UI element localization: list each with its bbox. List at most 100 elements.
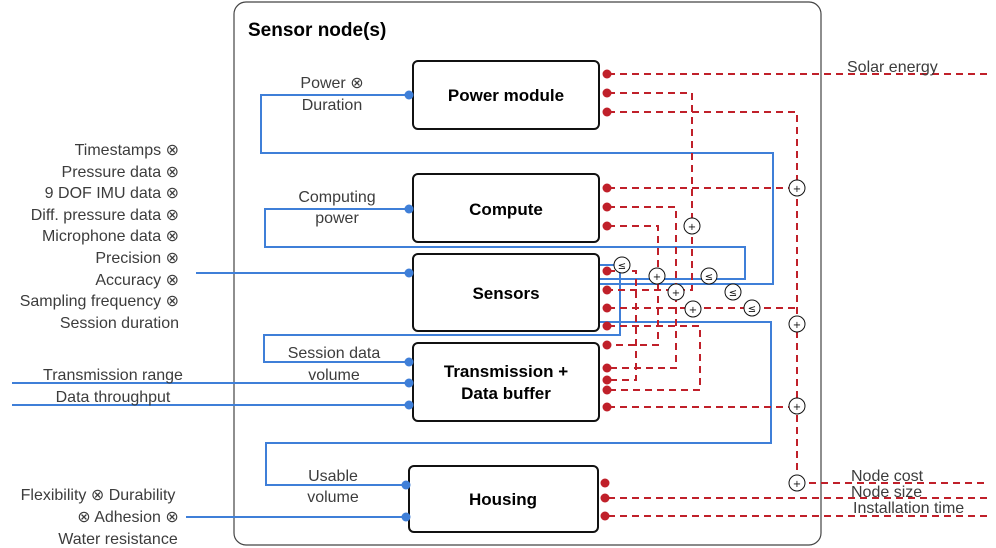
svg-text:≤: ≤	[705, 272, 713, 283]
housing-out-port-3	[600, 511, 610, 521]
power-requirement-line	[260, 94, 774, 285]
sensor-out-port-4	[602, 321, 612, 331]
svg-text:+: +	[688, 222, 696, 233]
compute-requirement-line	[264, 208, 746, 280]
sensor-input-sampling: Sampling frequency ⊗	[20, 293, 179, 310]
leq-node-compute: ≤	[700, 267, 718, 285]
compute-module: Compute	[412, 173, 600, 243]
housing-out-port-1	[600, 478, 610, 488]
input-labels: Power ⊗ Duration Computing power Timesta…	[20, 75, 381, 548]
power-out-port-2	[602, 88, 612, 98]
housing-in-port-1	[401, 480, 411, 490]
power-module-label: Power module	[448, 86, 564, 105]
power-module: Power module	[412, 60, 600, 130]
sensor-out-port-3	[602, 303, 612, 313]
sum-node-compute-power: +	[683, 217, 701, 235]
transmission-module-label-2: Data buffer	[461, 384, 551, 403]
power-out-line-2	[608, 111, 798, 485]
sensor-input-microphone: Microphone data ⊗	[42, 228, 179, 245]
housing-in-port-2	[401, 512, 411, 522]
compute-input-label-2: power	[315, 210, 359, 227]
svg-text:≤: ≤	[748, 304, 756, 315]
sensor-input-session-duration: Session duration	[60, 315, 179, 332]
svg-text:+: +	[793, 320, 801, 331]
transmission-module-label-1: Transmission +	[444, 362, 568, 381]
sum-node-compute-cost: +	[788, 179, 806, 197]
sum-node-sensor-1: +	[648, 267, 666, 285]
transmission-out-port-1	[602, 340, 612, 350]
sensor-in-port	[404, 268, 414, 278]
sensors-module-label: Sensors	[472, 284, 539, 303]
transmission-out-port-4	[602, 385, 612, 395]
data-throughput-label: Data throughput	[56, 389, 171, 406]
node-size-label: Node size	[851, 484, 922, 501]
power-in-port	[404, 90, 414, 100]
svg-text:≤: ≤	[729, 288, 737, 299]
usable-volume-line	[265, 321, 772, 486]
solar-energy-label: Solar energy	[847, 59, 938, 76]
leq-node-session-volume: ≤	[613, 256, 631, 274]
resource-ports	[600, 69, 612, 521]
housing-input-label-2: ⊗ Adhesion ⊗	[77, 509, 179, 526]
transmission-out-port-5	[602, 402, 612, 412]
svg-text:+: +	[689, 305, 697, 316]
compute-input-label-1: Computing	[298, 189, 375, 206]
compute-out-line-2	[608, 225, 659, 346]
sum-node-sensor-cost: +	[788, 315, 806, 333]
transmission-in-port-1	[404, 357, 414, 367]
operator-nodes: + + ≤ + ≤ + ≤ +	[613, 179, 806, 492]
sensor-input-precision: Precision ⊗	[95, 250, 179, 267]
installation-time-label: Installation time	[853, 500, 964, 517]
sensors-module: Sensors	[412, 253, 600, 332]
transmission-out-port-2	[602, 363, 612, 373]
compute-out-port-2	[602, 202, 612, 212]
requirement-lines	[12, 94, 774, 518]
node-cost-label: Node cost	[851, 468, 924, 485]
transmission-module: Transmission + Data buffer	[412, 342, 600, 422]
session-volume-label-1: Session data	[288, 345, 381, 362]
usable-volume-label-1: Usable	[308, 468, 358, 485]
transmission-in-port-3	[404, 400, 414, 410]
svg-text:+: +	[672, 288, 680, 299]
transmission-out-port-3	[602, 375, 612, 385]
svg-text:≤: ≤	[618, 261, 626, 272]
sum-node-transmission-cost: +	[788, 397, 806, 415]
housing-module: Housing	[408, 465, 599, 533]
housing-out-port-2	[600, 493, 610, 503]
diagram-title: Sensor node(s)	[248, 20, 386, 41]
svg-text:+: +	[793, 402, 801, 413]
housing-input-label-1: Flexibility ⊗ Durability	[21, 487, 176, 504]
sensor-input-pressure: Pressure data ⊗	[62, 164, 179, 181]
usable-volume-label-2: volume	[307, 489, 359, 506]
power-input-label-1: Power ⊗	[300, 75, 363, 92]
power-out-port-1	[602, 69, 612, 79]
compute-in-port	[404, 204, 414, 214]
sum-node-sensor-2: +	[667, 283, 685, 301]
compute-out-port-3	[602, 221, 612, 231]
power-out-port-3	[602, 107, 612, 117]
svg-text:+: +	[653, 272, 661, 283]
compute-module-label: Compute	[469, 200, 543, 219]
power-out-line-1	[608, 92, 693, 291]
session-volume-label-2: volume	[308, 367, 360, 384]
sensor-input-imu: 9 DOF IMU data ⊗	[45, 185, 179, 202]
leq-node-power: ≤	[724, 283, 742, 301]
transmission-range-label: Transmission range	[43, 367, 183, 384]
housing-module-label: Housing	[469, 490, 537, 509]
sensor-out-port-2	[602, 285, 612, 295]
sensor-input-timestamps: Timestamps ⊗	[75, 142, 179, 159]
output-labels: Solar energy Node cost Node size Install…	[847, 59, 964, 517]
leq-node-usable-volume: ≤	[743, 299, 761, 317]
transmission-in-port-2	[404, 378, 414, 388]
sensor-out-line-3	[608, 325, 701, 391]
sensor-input-accuracy: Accuracy ⊗	[95, 272, 179, 289]
requirement-ports	[401, 90, 414, 522]
compute-out-port-1	[602, 183, 612, 193]
housing-input-label-3: Water resistance	[58, 531, 178, 548]
sum-node-node-cost: +	[788, 474, 806, 492]
power-input-label-2: Duration	[302, 97, 362, 114]
sum-node-sensor-3: +	[684, 300, 702, 318]
svg-text:+: +	[793, 184, 801, 195]
sensor-input-diff-pressure: Diff. pressure data ⊗	[31, 207, 179, 224]
